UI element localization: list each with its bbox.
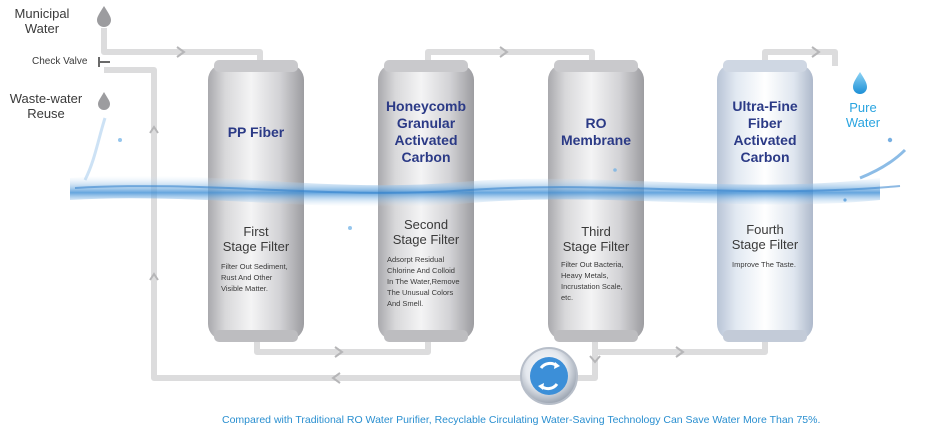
filter-2-description: Adsorpt Residual Chlorine And Colloid In… [387,254,475,309]
filter-3-body [548,60,644,342]
filter-2-desc-line-1: Adsorpt Residual [387,255,445,264]
pipe-waste-return [104,67,598,381]
pure-water-line-1: Pure [849,100,877,115]
flow-arrow-icon [149,125,159,134]
footer-note: Compared with Traditional RO Water Purif… [222,414,821,426]
flow-arrow-icon [675,346,685,358]
filter-2-name-line-4: Carbon [401,149,451,165]
filter-4-desc-line-1: Improve The Taste. [732,260,796,269]
filter-1-stage-line-2: Stage Filter [222,239,290,254]
filter-3-desc-line-2: Heavy Metals, [561,271,609,280]
filter-4-description: Improve The Taste. [732,259,812,270]
pipe-municipal-to-first [101,28,263,64]
filter-3-stage-line-1: Third [581,224,611,239]
filter-3-desc-line-4: etc. [561,293,574,302]
filter-3-stage: Third Stage Filter [546,224,646,254]
filter-1-stage: First Stage Filter [206,224,306,254]
water-drop-icon [98,92,110,110]
flow-arrow-icon [811,46,821,58]
flow-arrow-icon [589,355,601,364]
waste-water-line-2: Reuse [27,106,65,121]
filter-1-stage-line-1: First [243,224,269,239]
flow-arrow-icon [334,346,344,358]
waste-water-line-1: Waste-water [9,91,83,106]
filter-2-desc-line-2: Chlorine And Colloid [387,266,455,275]
pure-water-label: Pure Water [838,100,888,130]
flow-arrows [149,46,821,384]
filter-1-desc-line-3: Visible Matter. [221,284,268,293]
filter-4-stage-line-1: Fourth [746,222,784,237]
filter-2-desc-line-4: The Unusual Colors [387,288,454,297]
filter-4-stage-line-2: Stage Filter [731,237,799,252]
pipe-third-to-fourth [762,49,838,66]
filter-2-stage-line-2: Stage Filter [392,232,460,247]
filter-2-name-line-3: Activated [394,132,458,148]
filter-4-stage: Fourth Stage Filter [715,222,815,252]
filter-3-desc-line-1: Filter Out Bacteria, [561,260,624,269]
waste-water-label: Waste-water Reuse [6,91,86,121]
filter-3-stage-line-2: Stage Filter [562,239,630,254]
filter-4-name-line-2: Fiber [747,115,783,131]
filter-3-description: Filter Out Bacteria, Heavy Metals, Incru… [561,259,641,303]
flow-arrow-icon [331,372,341,384]
filter-2-name: Honeycomb Granular Activated Carbon [376,98,476,166]
filter-2-desc-line-3: In The Water,Remove [387,277,460,286]
municipal-water-line-2: Water [24,21,60,36]
filter-2-stage: Second Stage Filter [376,217,476,247]
filter-4-name-line-4: Carbon [740,149,790,165]
filter-1-description: Filter Out Sediment, Rust And Other Visi… [221,261,301,294]
filter-2-desc-line-5: And Smell. [387,299,424,308]
municipal-water-line-1: Municipal [14,6,70,21]
water-drop-icon [853,72,867,94]
filter-3-name-line-1: RO [585,115,607,131]
check-valve-label: Check Valve [32,56,88,67]
filter-3-name-line-2: Membrane [560,132,632,148]
pipe-third-bottom [595,340,768,355]
filter-2-name-line-1: Honeycomb [385,98,467,114]
municipal-water-label: Municipal Water [8,6,76,36]
filter-1-name-line: PP Fiber [227,124,285,140]
filter-3-desc-line-3: Incrustation Scale, [561,282,623,291]
flow-arrow-icon [149,272,159,281]
recycle-pump-icon [520,347,578,405]
filter-2-stage-line-1: Second [403,217,449,232]
filter-4-name-line-3: Activated [733,132,797,148]
water-drop-icon [97,6,111,27]
filter-4-name-line-1: Ultra-Fine [732,98,798,114]
check-valve-icon [98,57,110,67]
flow-arrow-icon [499,46,509,58]
flow-arrow-icon [176,46,186,58]
pure-water-line-2: Water [845,115,881,130]
filter-1-desc-line-1: Filter Out Sediment, [221,262,288,271]
filter-3-name: RO Membrane [546,115,646,149]
pipe-first-to-second [425,49,595,64]
water-stream [70,117,907,230]
filter-2-name-line-2: Granular [396,115,456,131]
filter-1-name: PP Fiber [206,124,306,141]
filter-1-desc-line-2: Rust And Other [221,273,273,282]
filter-4-name: Ultra-Fine Fiber Activated Carbon [715,98,815,166]
